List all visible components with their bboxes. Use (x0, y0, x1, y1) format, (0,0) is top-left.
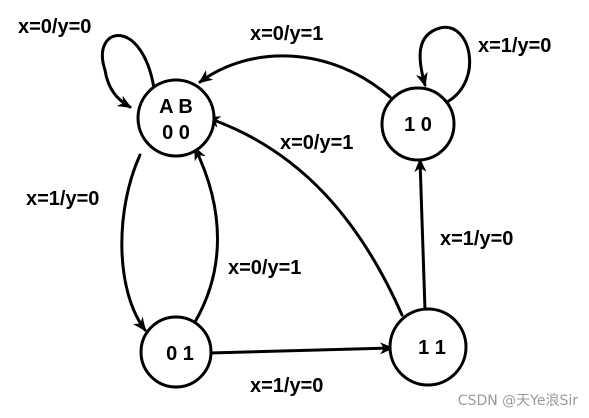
label-01-to-00: x=0/y=1 (228, 257, 301, 279)
state-11: 1 1 (388, 307, 468, 387)
edge-11-to-00 (206, 116, 404, 317)
edge-11-to-10 (414, 158, 427, 312)
label-loop-00: x=0/y=0 (18, 16, 91, 38)
label-00-to-01: x=1/y=0 (26, 188, 99, 210)
watermark-text: CSDN @天Ye浪Sir (458, 393, 578, 409)
label-11-to-10: x=1/y=0 (440, 228, 513, 250)
state-00-value: 0 0 (162, 122, 190, 144)
edge-10-to-00 (198, 54, 392, 99)
state-01: 0 1 (139, 315, 213, 389)
state-01-value: 0 1 (166, 343, 194, 365)
label-11-to-00: x=0/y=1 (280, 132, 353, 154)
edge-01-to-00 (193, 146, 219, 324)
state-00-header: A B (159, 96, 193, 118)
state-00: A B 0 0 (136, 78, 216, 158)
label-01-to-11: x=1/y=0 (250, 375, 323, 397)
edge-loop-00 (101, 34, 157, 109)
label-loop-10: x=1/y=0 (478, 35, 551, 57)
state-10-value: 1 0 (404, 114, 432, 136)
state-11-value: 1 1 (418, 337, 446, 359)
label-10-to-00: x=0/y=1 (250, 23, 323, 45)
edge-01-to-11 (208, 342, 394, 355)
edge-loop-10 (415, 25, 472, 104)
state-10: 1 0 (380, 86, 456, 162)
edge-00-to-01 (120, 153, 147, 332)
